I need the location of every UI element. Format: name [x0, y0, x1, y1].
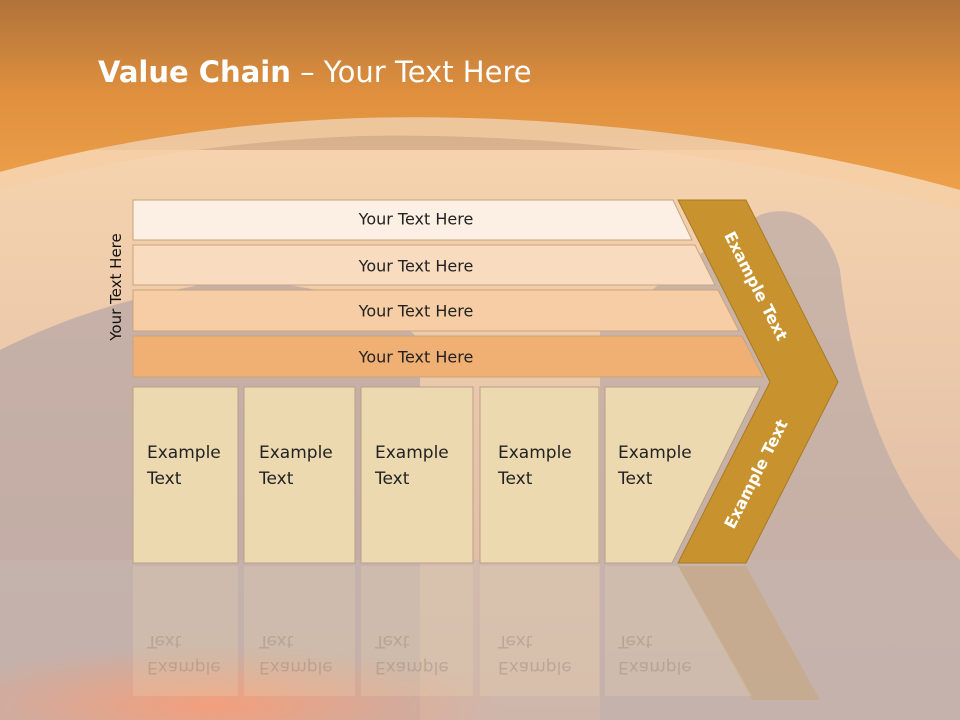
column-1-line1: Example	[147, 443, 221, 463]
title-rest: – Your Text Here	[290, 55, 532, 89]
slide-title: Value Chain – Your Text Here	[98, 55, 532, 89]
column-2-reflection-line2: Text	[259, 631, 294, 651]
column-3-line2: Text	[375, 469, 410, 489]
column-1	[132, 386, 239, 564]
column-5-reflection-line2: Text	[618, 631, 653, 651]
column-3	[360, 386, 474, 564]
column-1-reflection-line2: Text	[147, 631, 182, 651]
column-2-reflection-line1: Example	[259, 657, 333, 677]
column-4-reflection-line2: Text	[498, 631, 533, 651]
band-2	[132, 244, 716, 286]
band-4-label: Your Text Here	[358, 347, 474, 367]
title-bold: Value Chain	[98, 55, 291, 89]
column-3-reflection-line1: Example	[375, 657, 449, 677]
column-5-line1: Example	[618, 443, 692, 463]
band-3-label: Your Text Here	[358, 301, 474, 321]
band-1	[132, 199, 693, 241]
chevron-reflection	[678, 566, 820, 700]
column-2-line1: Example	[259, 443, 333, 463]
column-1-reflection-line1: Example	[147, 657, 221, 677]
column-3-reflection-text: Example Text	[375, 628, 449, 680]
column-1-line2: Text	[147, 469, 182, 489]
chevron-arrow	[677, 199, 839, 564]
column-2-reflection-text: Example Text	[259, 628, 333, 680]
column-1-reflection-text: Example Text	[147, 628, 221, 680]
column-5-line2: Text	[618, 469, 653, 489]
band-2-label: Your Text Here	[358, 256, 474, 276]
column-5-reflection-line1: Example	[618, 657, 692, 677]
column-reflections	[133, 566, 752, 696]
column-4-reflection-line1: Example	[498, 657, 572, 677]
band-3	[132, 289, 740, 332]
column-5	[604, 386, 761, 564]
column-2	[243, 386, 356, 564]
band-4	[132, 335, 764, 378]
column-5-reflection-text: Example Text	[618, 628, 692, 680]
column-4	[479, 386, 600, 564]
column-4-reflection-text: Example Text	[498, 628, 572, 680]
column-4-line2: Text	[498, 469, 533, 489]
column-2-line2: Text	[259, 469, 294, 489]
column-3-reflection-line2: Text	[375, 631, 410, 651]
column-3-line1: Example	[375, 443, 449, 463]
column-4-line1: Example	[498, 443, 572, 463]
band-1-label: Your Text Here	[358, 209, 474, 229]
